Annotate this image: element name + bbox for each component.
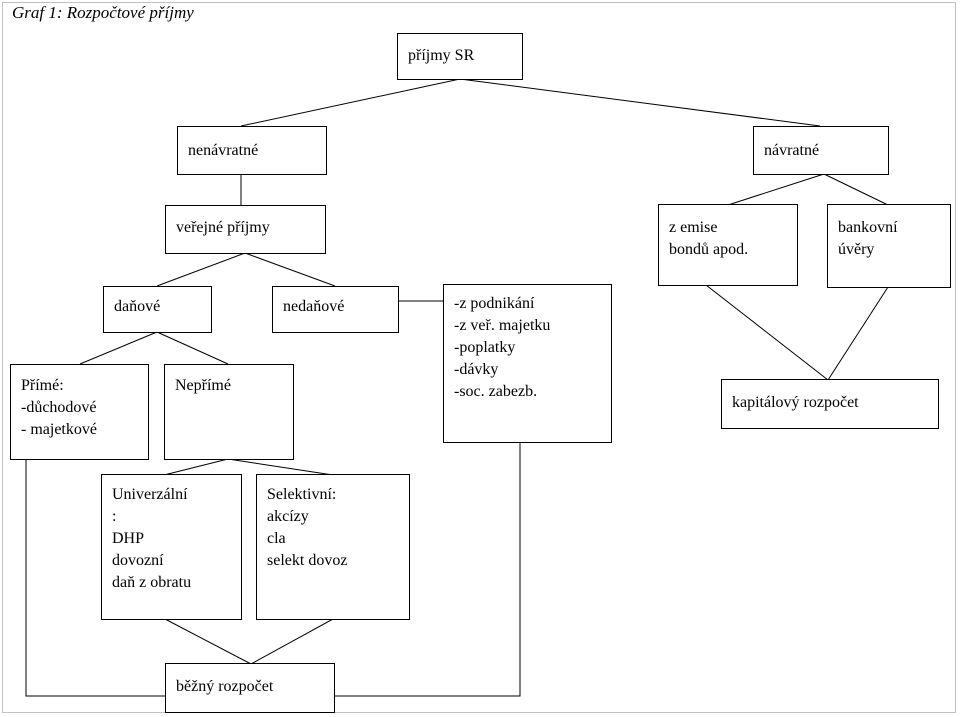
edge-neprime-univerzalni [163,458,229,476]
node-prijmy-sr: příjmy SR [397,33,523,80]
node-text-line: příjmy SR [408,47,475,64]
node-text-line: -dávky [454,361,499,378]
node-text-line: Univerzální [112,486,188,503]
node-text-line: Přímé: [21,377,64,394]
node-text-line: -z veř. majetku [454,317,551,334]
node-text-line: Nepřímé [175,377,231,394]
node-text-line: nedaňové [283,298,345,315]
edge-danove-neprime [156,331,229,365]
node-text-line: nenávratné [188,142,259,159]
node-text-line: -soc. zabezb. [454,383,538,400]
edge-selektivni-bezny [250,618,334,665]
node-text-line: daň z obratu [112,574,192,591]
node-text-line: návratné [764,142,820,159]
node-prime: Přímé: -důchodové - majetkové [10,364,149,460]
node-danove: daňové [103,286,212,333]
node-bezny-rozpocet: běžný rozpočet [165,663,335,713]
diagram-title: Graf 1: Rozpočtové příjmy [12,3,194,22]
node-text-line: akcízy [267,508,309,525]
node-text-line: selekt dovoz [267,552,348,569]
edge-bankovni-kapitalovy [827,286,889,381]
node-text-line: -z podnikání [454,295,535,312]
edge-navratne-bankovni [823,173,889,206]
edge-verejne-nedanove [244,252,336,287]
edge-univerzalni-bezny [164,618,252,665]
node-text-line: bondů apod. [669,241,749,258]
edge-prime-bezny [25,459,166,697]
node-neprime: Nepřímé [164,364,294,460]
node-text-line: veřejné příjmy [176,219,270,236]
node-text-line: -poplatky [454,339,516,356]
node-text-line: cla [267,530,286,547]
edge-neprime-selektivni [227,458,334,476]
node-text-line: z emise [669,219,718,236]
node-selektivni: Selektivní: akcízy cla selekt dovoz [256,474,410,620]
node-verejne-prijmy: veřejné příjmy [165,205,326,254]
node-text-line: daňové [114,298,161,315]
node-text-line: bankovní [838,219,898,236]
node-univerzalni: Univerzální: DHP dovozní daň z obratu [101,474,242,620]
node-text-line: -důchodové [21,399,97,416]
node-nenavratne: nenávratné [177,126,327,175]
node-text-line: DHP [112,530,145,547]
node-nedanove-zdroje: -z podnikání -z veř. majetku -poplatky -dáv… [443,284,612,443]
edge-prijmy-nenavratne [240,78,461,127]
edge-verejne-danove [156,252,246,287]
edge-navratne-emise [727,173,825,206]
edge-emise-kapitalovy [705,284,829,381]
node-text-line: Selektivní: [267,486,337,503]
edge-prijmy-navratne [459,78,821,127]
edge-danove-prime [79,331,158,365]
node-z-emise: z emise bondů apod. [658,204,798,286]
node-text-line: běžný rozpočet [176,678,274,695]
node-kapitalovy-rozpocet: kapitálový rozpočet [721,379,939,429]
node-navratne: návratné [753,126,889,175]
node-text-line: - majetkové [21,421,97,438]
edge-zdroje-bezny [334,442,521,697]
node-text-line: dovozní [112,552,164,569]
node-nedanove: nedaňové [272,286,399,333]
node-text-line: úvěry [838,241,875,258]
node-bankovni-uvery: bankovní úvěry [827,204,951,288]
node-text-line: kapitálový rozpočet [732,394,859,411]
node-text-line: : [112,508,117,525]
